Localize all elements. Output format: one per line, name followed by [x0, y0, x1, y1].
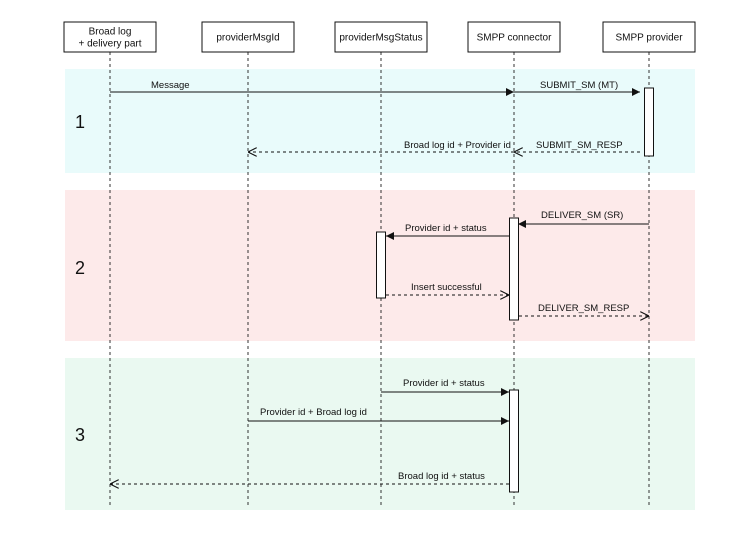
message-label-7: Insert successful — [411, 282, 482, 293]
participant-label-smpp: SMPP connector — [477, 33, 553, 44]
msgstatus-activation-2 — [376, 231, 386, 299]
message-label-8: DELIVER_SM_RESP — [538, 303, 629, 314]
participant-box-smpp — [467, 21, 561, 53]
participant-label-broad: + delivery part — [78, 39, 141, 50]
phase-number-1: 1 — [75, 112, 85, 132]
phase-number-2: 2 — [75, 258, 85, 278]
message-label-2: SUBMIT_SM (MT) — [540, 80, 618, 91]
message-label-1: Message — [151, 80, 190, 91]
participant-label-provider: SMPP provider — [615, 33, 683, 44]
participant-box-msgstatus — [334, 21, 428, 53]
message-label-11: Broad log id + status — [398, 471, 485, 482]
smpp-activation-2 — [509, 217, 519, 321]
provider-activation-1 — [644, 87, 654, 157]
message-label-10: Provider id + Broad log id — [260, 407, 367, 418]
phase-band-1 — [65, 69, 695, 173]
smpp-activation-3 — [509, 389, 519, 493]
message-label-9: Provider id + status — [403, 378, 485, 389]
participant-box-broad — [63, 21, 157, 53]
participant-box-provider — [602, 21, 696, 53]
message-label-4: Broad log id + Provider id — [404, 140, 511, 151]
phase-band-3 — [65, 358, 695, 510]
phase-number-3: 3 — [75, 425, 85, 445]
participant-box-msgid — [201, 21, 295, 53]
participant-label-msgstatus: providerMsgStatus — [339, 33, 422, 44]
participant-label-msgid: providerMsgId — [216, 33, 279, 44]
message-label-3: SUBMIT_SM_RESP — [536, 140, 623, 151]
message-label-6: Provider id + status — [405, 223, 487, 234]
message-label-5: DELIVER_SM (SR) — [541, 210, 623, 221]
participant-label-broad: Broad log — [89, 27, 132, 38]
